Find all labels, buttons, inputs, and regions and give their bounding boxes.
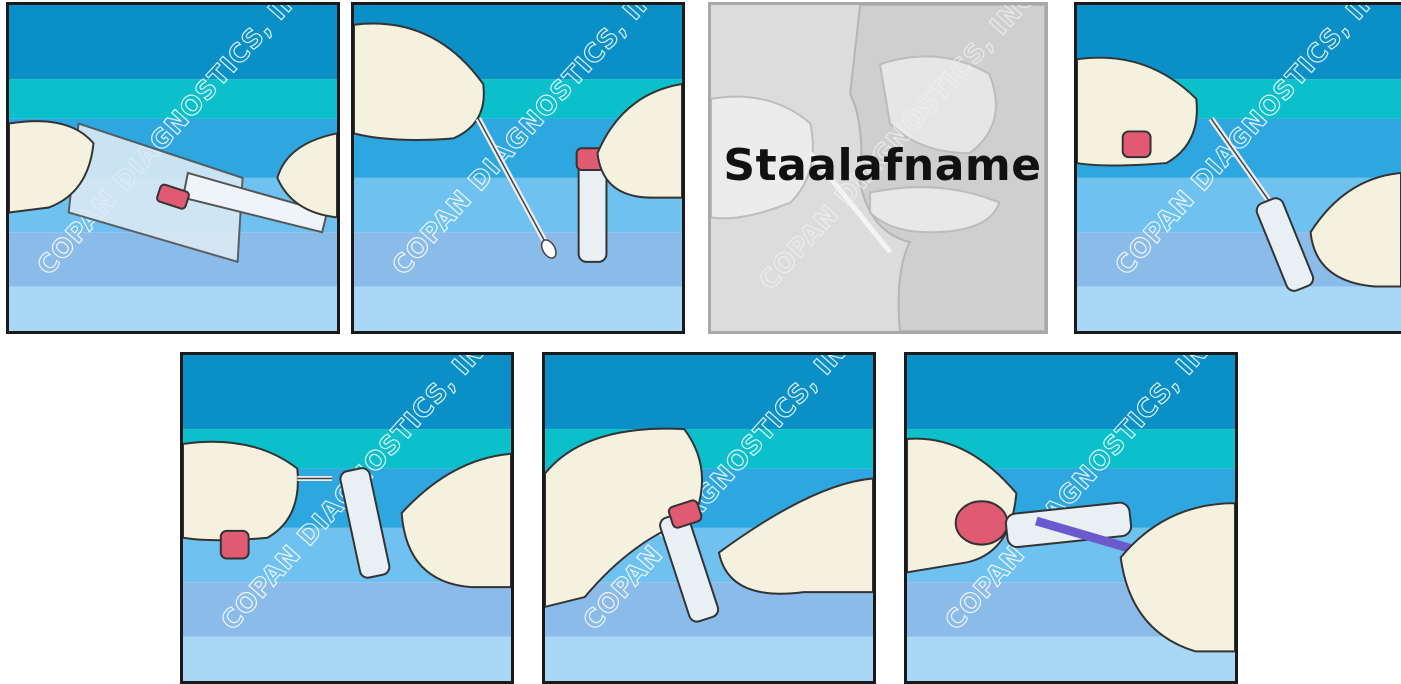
step-2-panel: COPAN DIAGNOSTICS, INC. [351,2,685,334]
center-label: Staalafname [723,140,1042,191]
uncap-tube-illustration: COPAN DIAGNOSTICS, INC. [1077,5,1401,331]
step-5-panel: COPAN DIAGNOSTICS, INC. [180,352,514,684]
label-tube-illustration: COPAN DIAGNOSTICS, INC. [907,355,1235,681]
open-package-illustration: COPAN DIAGNOSTICS, INC. [9,5,337,331]
head-cross-section-illustration: COPAN DIAGNOSTICS, INC. [711,5,1045,331]
step-3-panel: COPAN DIAGNOSTICS, INC. [708,2,1048,334]
step-1-panel: COPAN DIAGNOSTICS, INC. [6,2,340,334]
recap-tube-illustration: COPAN DIAGNOSTICS, INC. [545,355,873,681]
swab-and-tube-illustration: COPAN DIAGNOSTICS, INC. [354,5,682,331]
step-4-panel: COPAN DIAGNOSTICS, INC. [1074,2,1401,334]
step-7-panel: COPAN DIAGNOSTICS, INC. [904,352,1238,684]
step-6-panel: COPAN DIAGNOSTICS, INC. [542,352,876,684]
break-swab-illustration: COPAN DIAGNOSTICS, INC. [183,355,511,681]
